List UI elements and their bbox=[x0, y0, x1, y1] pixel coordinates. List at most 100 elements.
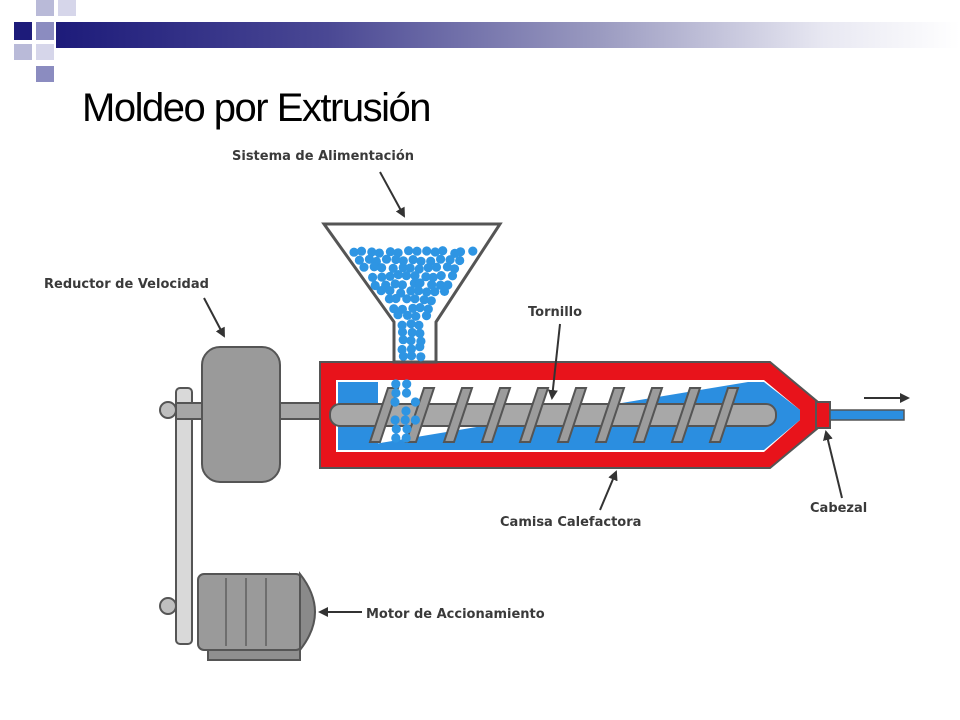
pellet bbox=[393, 270, 403, 280]
decor-square-light bbox=[14, 44, 32, 60]
pellet bbox=[410, 415, 420, 425]
motor-icon bbox=[197, 571, 316, 661]
pellet bbox=[410, 271, 420, 281]
pellet bbox=[406, 286, 416, 296]
pellet bbox=[370, 280, 380, 291]
pellet bbox=[384, 294, 394, 304]
label-screw: Tornillo bbox=[528, 305, 582, 320]
slide-title: Moldeo por Extrusión bbox=[82, 86, 431, 130]
pellet bbox=[354, 255, 364, 265]
pellet bbox=[397, 280, 407, 290]
pellet bbox=[397, 320, 407, 330]
pellet bbox=[402, 294, 412, 304]
pellet bbox=[436, 254, 446, 264]
pellet bbox=[401, 406, 411, 416]
pellet bbox=[391, 388, 401, 398]
pellet bbox=[349, 247, 359, 257]
pellet bbox=[427, 280, 437, 290]
pellet bbox=[431, 262, 442, 272]
pellet bbox=[416, 256, 426, 266]
pellet bbox=[401, 271, 411, 281]
pellet bbox=[436, 271, 446, 281]
pellet bbox=[410, 294, 420, 304]
pellet bbox=[415, 328, 425, 338]
plastic-pellets bbox=[349, 246, 478, 443]
pellet bbox=[377, 263, 387, 273]
pellet bbox=[413, 286, 424, 296]
pellet bbox=[408, 303, 418, 313]
pellet bbox=[406, 336, 416, 346]
pellet bbox=[391, 293, 401, 304]
label-feed-system: Sistema de Alimentación bbox=[232, 149, 414, 164]
pellet bbox=[442, 262, 452, 272]
callout-arrow-jacket bbox=[599, 470, 618, 511]
pellet bbox=[404, 246, 414, 256]
pellet bbox=[402, 310, 413, 320]
pellet bbox=[468, 246, 478, 256]
pellet bbox=[455, 255, 465, 266]
pellet bbox=[385, 247, 395, 257]
pellet bbox=[356, 246, 367, 256]
pellet bbox=[438, 246, 448, 256]
pellet bbox=[428, 272, 438, 282]
pellet bbox=[369, 262, 379, 272]
die-head bbox=[815, 401, 905, 429]
pellet bbox=[449, 264, 460, 274]
callout-arrow-feed bbox=[379, 171, 405, 218]
pellet bbox=[416, 352, 426, 362]
decor-square-mid bbox=[36, 22, 54, 40]
pellet bbox=[368, 272, 378, 282]
callout-arrow-die bbox=[823, 430, 843, 499]
pellet bbox=[401, 388, 412, 398]
pellet bbox=[398, 351, 408, 361]
pellet bbox=[407, 327, 417, 338]
pellet bbox=[411, 311, 421, 321]
pellet bbox=[422, 246, 432, 256]
pellet bbox=[412, 246, 422, 256]
pellet bbox=[430, 287, 440, 297]
pellet bbox=[385, 286, 395, 296]
pellet bbox=[421, 311, 432, 321]
pellet bbox=[401, 433, 411, 443]
label-reducer: Reductor de Velocidad bbox=[44, 277, 209, 292]
pellet bbox=[400, 415, 410, 425]
pellet bbox=[385, 271, 395, 281]
pellet bbox=[415, 303, 425, 313]
pellet bbox=[422, 287, 432, 297]
pellet bbox=[398, 335, 408, 345]
pellet bbox=[439, 286, 450, 296]
pellet bbox=[402, 424, 412, 434]
pellet bbox=[430, 247, 440, 257]
decor-square-light bbox=[36, 44, 54, 60]
pellet bbox=[390, 415, 400, 425]
screw-shaft bbox=[329, 403, 777, 427]
label-motor: Motor de Accionamiento bbox=[366, 607, 545, 622]
pellet bbox=[455, 247, 466, 257]
pellet bbox=[388, 263, 398, 273]
pellet bbox=[423, 263, 433, 273]
pellet bbox=[381, 254, 392, 264]
pellet bbox=[414, 320, 424, 330]
decor-square-light bbox=[36, 0, 54, 16]
pellet bbox=[406, 319, 416, 329]
label-heating-jacket: Camisa Calefactora bbox=[500, 515, 641, 530]
pellet bbox=[377, 272, 387, 282]
pellet bbox=[406, 351, 417, 361]
callout-arrow-screw bbox=[547, 323, 561, 400]
callout-arrow-reducer bbox=[203, 297, 225, 338]
pellet bbox=[359, 262, 369, 272]
pellet bbox=[397, 327, 408, 337]
pellet bbox=[364, 254, 374, 264]
pellet bbox=[410, 397, 420, 407]
decor-square-light bbox=[58, 0, 76, 16]
title-gradient-bar bbox=[56, 22, 960, 48]
pellet bbox=[393, 310, 403, 320]
decor-square-mid bbox=[36, 66, 54, 82]
pellet bbox=[391, 424, 401, 434]
pellet bbox=[374, 248, 384, 258]
pellet bbox=[415, 278, 425, 288]
pellet bbox=[419, 295, 429, 305]
pellet bbox=[398, 256, 408, 266]
pellet bbox=[390, 397, 400, 407]
pellet bbox=[426, 296, 436, 306]
